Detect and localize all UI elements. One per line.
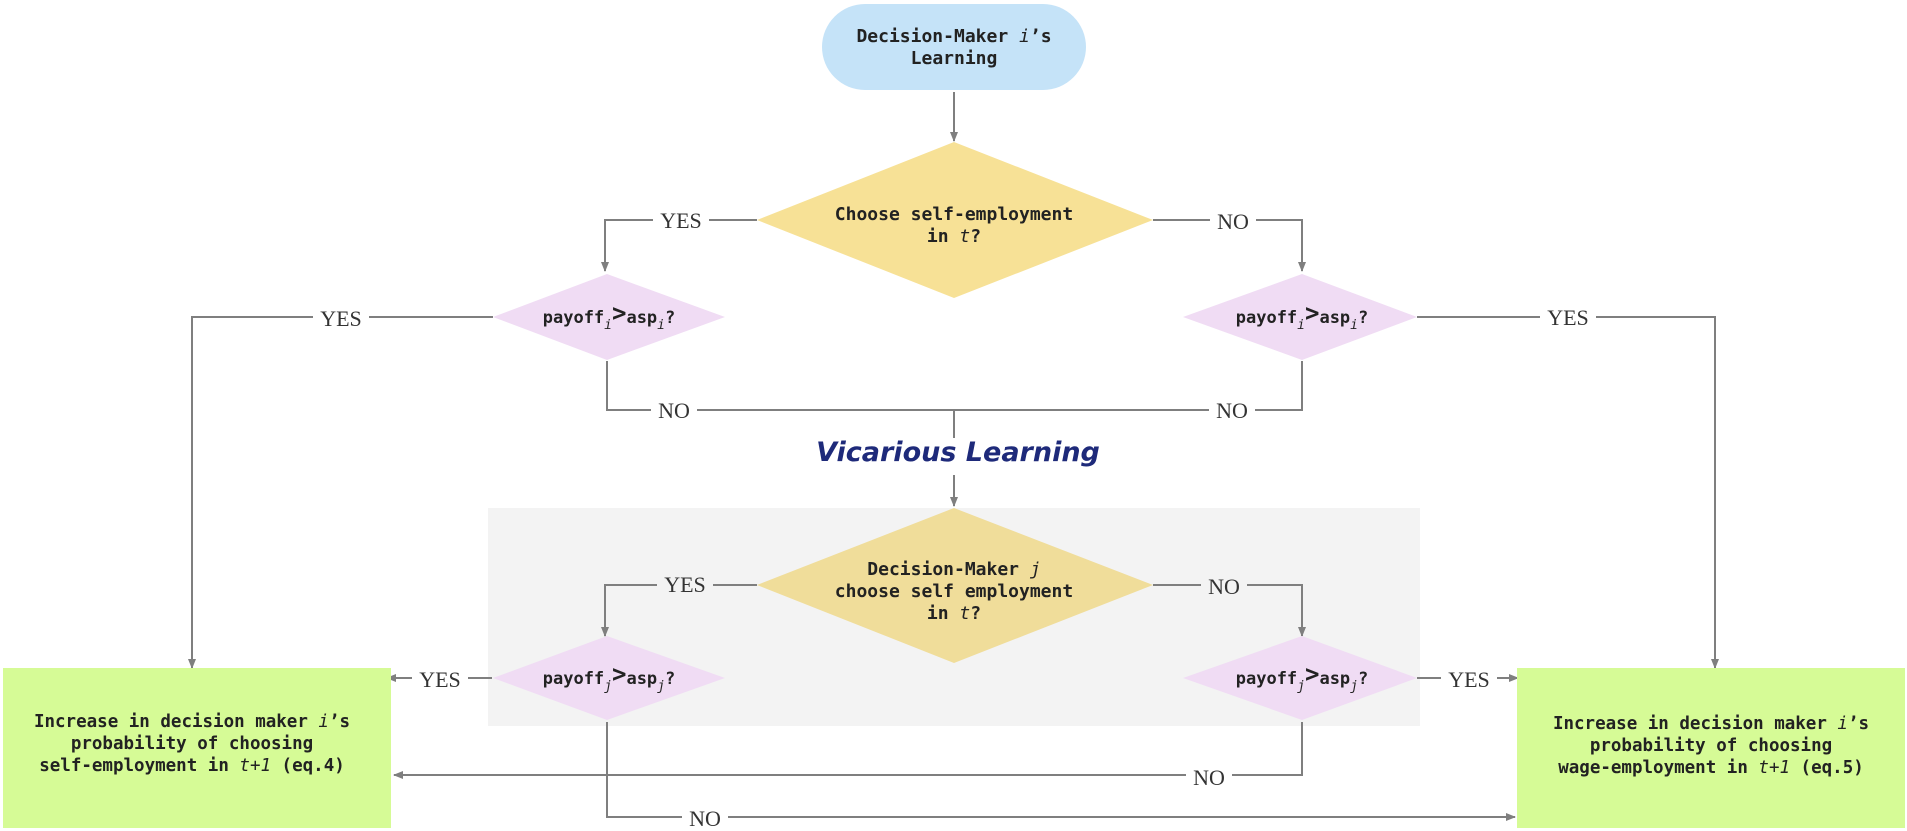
label-left-j-no: NO (689, 806, 721, 831)
edge-right-i-yes (1417, 316, 1719, 669)
svg-text:wage-employment in t+1 (eq.5): wage-employment in t+1 (eq.5) (1558, 758, 1864, 778)
decision-maker-j-decision: Decision-Maker j choose self employment … (757, 508, 1153, 663)
edge-left-i-no (606, 361, 1303, 411)
choose-self-employment-decision: Choose self-employment in t? (757, 142, 1153, 298)
label-left-i-no: NO (658, 398, 690, 423)
start-node: Decision-Maker i’s Learning (822, 4, 1086, 90)
svg-text:payoffj>aspj?: payoffj>aspj? (543, 660, 676, 694)
label-right-j-yes: YES (1448, 667, 1490, 692)
label-j-no: NO (1208, 574, 1240, 599)
svg-text:Learning: Learning (911, 48, 998, 69)
payoff-i-right-decision: payoffi>aspi? (1183, 274, 1417, 360)
edge-self-no (1153, 219, 1306, 272)
label-left-j-yes: YES (419, 667, 461, 692)
svg-text:choose self employment: choose self employment (835, 581, 1073, 602)
svg-text:self-employment in t+1 (eq.4): self-employment in t+1 (eq.4) (39, 756, 345, 776)
svg-text:Decision-Maker i’s: Decision-Maker i’s (856, 26, 1051, 47)
label-right-i-no: NO (1216, 398, 1248, 423)
label-left-i-yes: YES (320, 306, 362, 331)
outcome-self-employment: Increase in decision maker i’s probabili… (3, 668, 391, 828)
svg-text:Increase in decision maker i’s: Increase in decision maker i’s (1553, 714, 1869, 734)
label-self-no: NO (1217, 209, 1249, 234)
edge-right-j-no (393, 722, 1303, 779)
label-self-yes: YES (660, 208, 702, 233)
label-right-j-no: NO (1193, 765, 1225, 790)
svg-text:payoffj>aspj?: payoffj>aspj? (1236, 660, 1369, 694)
label-right-i-yes: YES (1547, 305, 1589, 330)
vicarious-learning-label: Vicarious Learning (816, 437, 1100, 468)
payoff-j-right-decision: payoffj>aspj? (1183, 636, 1417, 720)
edge-labels: YES NO YES YES NO NO YES NO YES YES NO N… (313, 207, 1596, 831)
svg-text:Increase in decision maker i’s: Increase in decision maker i’s (34, 712, 350, 732)
payoff-j-left-decision: payoffj>aspj? (493, 636, 725, 720)
svg-text:Choose self-employment: Choose self-employment (835, 204, 1073, 225)
svg-text:probability of choosing: probability of choosing (71, 734, 313, 754)
payoff-i-left-decision: payoffi>aspi? (493, 274, 725, 360)
edge-left-i-yes (188, 316, 493, 669)
svg-text:probability of choosing: probability of choosing (1590, 736, 1832, 756)
svg-text:in t?: in t? (927, 603, 981, 624)
outcome-wage-employment: Increase in decision maker i’s probabili… (1517, 668, 1905, 828)
svg-text:in t?: in t? (927, 226, 981, 247)
svg-text:Decision-Maker j: Decision-Maker j (867, 559, 1040, 580)
svg-text:payoffi>aspi?: payoffi>aspi? (1236, 299, 1369, 333)
label-j-yes: YES (664, 572, 706, 597)
edge-left-j-no (606, 722, 1516, 821)
svg-text:payoffi>aspi?: payoffi>aspi? (543, 299, 676, 333)
